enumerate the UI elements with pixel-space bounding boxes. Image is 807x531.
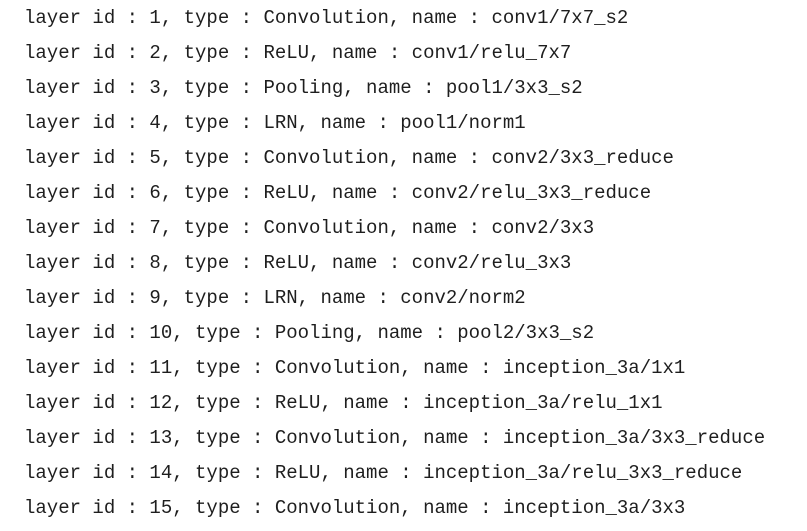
console-line: layer id : 8, type : ReLU, name : conv2/… — [24, 252, 572, 274]
console-line: layer id : 12, type : ReLU, name : incep… — [24, 392, 663, 414]
console-line: layer id : 5, type : Convolution, name :… — [24, 147, 674, 169]
console-line: layer id : 6, type : ReLU, name : conv2/… — [24, 182, 652, 204]
console-line: layer id : 13, type : Convolution, name … — [24, 427, 766, 449]
console-line: layer id : 11, type : Convolution, name … — [24, 357, 686, 379]
console-line: layer id : 9, type : LRN, name : conv2/n… — [24, 287, 526, 309]
console-line: layer id : 15, type : Convolution, name … — [24, 497, 686, 519]
console-line: layer id : 3, type : Pooling, name : poo… — [24, 77, 583, 99]
console-line: layer id : 2, type : ReLU, name : conv1/… — [24, 42, 572, 64]
console-line: layer id : 14, type : ReLU, name : incep… — [24, 462, 743, 484]
console-line: layer id : 7, type : Convolution, name :… — [24, 217, 595, 239]
console-line: layer id : 4, type : LRN, name : pool1/n… — [24, 112, 526, 134]
console-line: layer id : 1, type : Convolution, name :… — [24, 7, 629, 29]
console-line: layer id : 10, type : Pooling, name : po… — [24, 322, 595, 344]
